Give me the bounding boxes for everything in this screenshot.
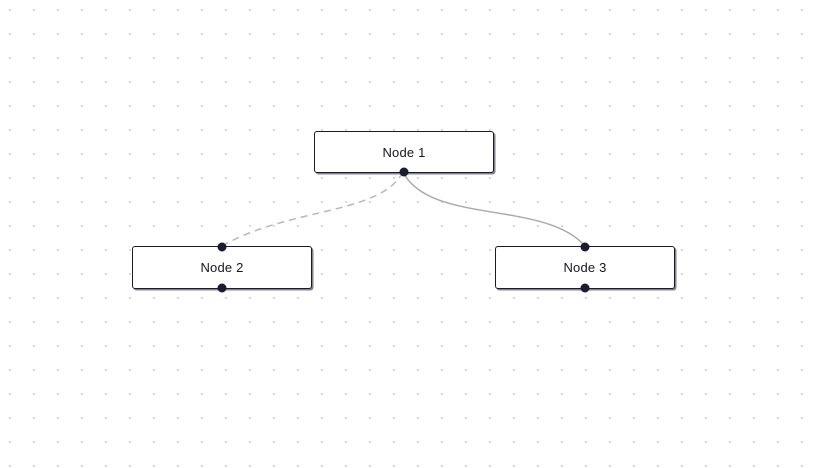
handle-bottom-node-3[interactable]: [580, 283, 590, 293]
node-label: Node 2: [200, 260, 244, 275]
node-node-2[interactable]: Node 2: [132, 242, 312, 293]
node-label: Node 3: [563, 260, 607, 275]
handle-top-node-2[interactable]: [217, 242, 227, 252]
node-label: Node 1: [382, 144, 426, 160]
edge-node1-to-node2[interactable]: [221, 171, 404, 247]
handle-bottom-node-1[interactable]: [399, 167, 409, 177]
edge-node1-to-node3[interactable]: [402, 171, 586, 247]
handle-top-node-3[interactable]: [580, 242, 590, 252]
node-node-3[interactable]: Node 3: [495, 242, 675, 293]
node-node-1[interactable]: Node 1: [314, 131, 494, 177]
handle-bottom-node-2[interactable]: [217, 283, 227, 293]
